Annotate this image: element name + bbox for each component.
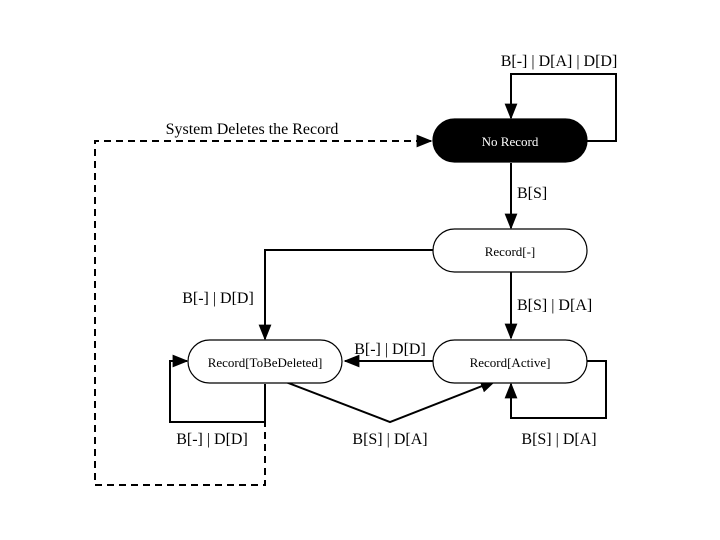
node-record-active: Record[Active] bbox=[432, 339, 588, 384]
edge-tbd-to-active bbox=[282, 380, 497, 424]
label-self-no-record: B[-] | D[A] | D[D] bbox=[501, 53, 618, 70]
node-record-tbd: Record[ToBeDeleted] bbox=[187, 339, 343, 384]
edge-self-no-record bbox=[504, 73, 617, 142]
label-self-active: B[S] | D[A] bbox=[521, 431, 596, 448]
node-record-active-label: Record[Active] bbox=[470, 355, 551, 370]
edge-system-deletes bbox=[94, 134, 433, 486]
node-record-none: Record[-] bbox=[432, 228, 588, 273]
label-active-to-tbd: B[-] | D[D] bbox=[354, 341, 426, 358]
label-self-tbd: B[-] | D[D] bbox=[176, 431, 248, 448]
edge-self-active bbox=[504, 360, 607, 419]
label-no-record-to-record: B[S] bbox=[517, 185, 547, 202]
label-record-to-tbd: B[-] | D[D] bbox=[182, 290, 254, 307]
label-tbd-to-active: B[S] | D[A] bbox=[352, 431, 427, 448]
node-record-none-label: Record[-] bbox=[485, 244, 536, 259]
edge-record-to-tbd bbox=[258, 249, 433, 341]
label-system-deletes: System Deletes the Record bbox=[166, 121, 339, 138]
node-record-tbd-label: Record[ToBeDeleted] bbox=[208, 355, 323, 370]
label-record-to-active: B[S] | D[A] bbox=[517, 297, 592, 314]
node-no-record-label: No Record bbox=[482, 134, 539, 149]
node-no-record: No Record bbox=[432, 118, 588, 163]
